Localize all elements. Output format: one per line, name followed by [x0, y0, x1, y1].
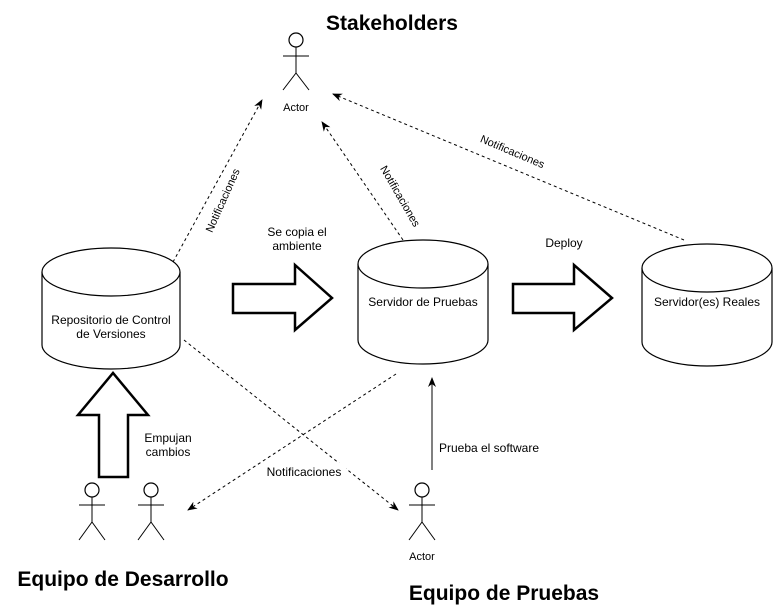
- stakeholders-title: Stakeholders: [326, 12, 458, 35]
- copy-env-label-line2: ambiente: [272, 239, 322, 253]
- test-team-title: Equipo de Pruebas: [409, 582, 599, 605]
- real-servers-cylinder: [641, 243, 773, 367]
- repo-to-tester-link: [183, 339, 399, 511]
- repository-cylinder: [41, 247, 181, 370]
- dev-team-title: Equipo de Desarrollo: [17, 568, 228, 591]
- dev-notification-label: Notificaciones: [267, 465, 342, 479]
- copy-env-label-line1: Se copia el: [267, 225, 326, 239]
- real-servers-label: Servidor(es) Reales: [654, 295, 760, 309]
- deploy-arrow: [511, 262, 614, 333]
- deploy-label: Deploy: [545, 236, 582, 250]
- test-to-dev-notification: [187, 373, 397, 511]
- repository-label-line1: Repositorio de Control: [51, 313, 170, 327]
- test-server-cylinder: [357, 239, 489, 365]
- developer-actor-icon: [78, 482, 106, 541]
- stakeholder-actor-label: Actor: [283, 102, 309, 114]
- push-changes-label-line2: cambios: [146, 445, 191, 459]
- test-server-label: Servidor de Pruebas: [368, 295, 477, 309]
- repo-to-stakeholders-notification: [172, 99, 263, 263]
- stakeholder-actor-icon: [282, 32, 310, 91]
- repository-label-line2: de Versiones: [76, 327, 145, 341]
- tester-actor-label: Actor: [409, 551, 435, 563]
- push-changes-arrow: [75, 371, 151, 479]
- test-server-notification-label: Notificaciones: [377, 164, 422, 230]
- copy-environment-arrow: [231, 262, 334, 333]
- push-changes-label-line1: Empujan: [144, 431, 191, 445]
- test-software-label: Prueba el software: [439, 441, 539, 455]
- developer-actor-icon: [137, 482, 165, 541]
- tester-actor-icon: [408, 482, 436, 541]
- repo-notification-label: Notificaciones: [204, 167, 243, 235]
- real-servers-notification-label: Notificaciones: [478, 133, 546, 171]
- dev-notification-label-bg: [262, 463, 346, 479]
